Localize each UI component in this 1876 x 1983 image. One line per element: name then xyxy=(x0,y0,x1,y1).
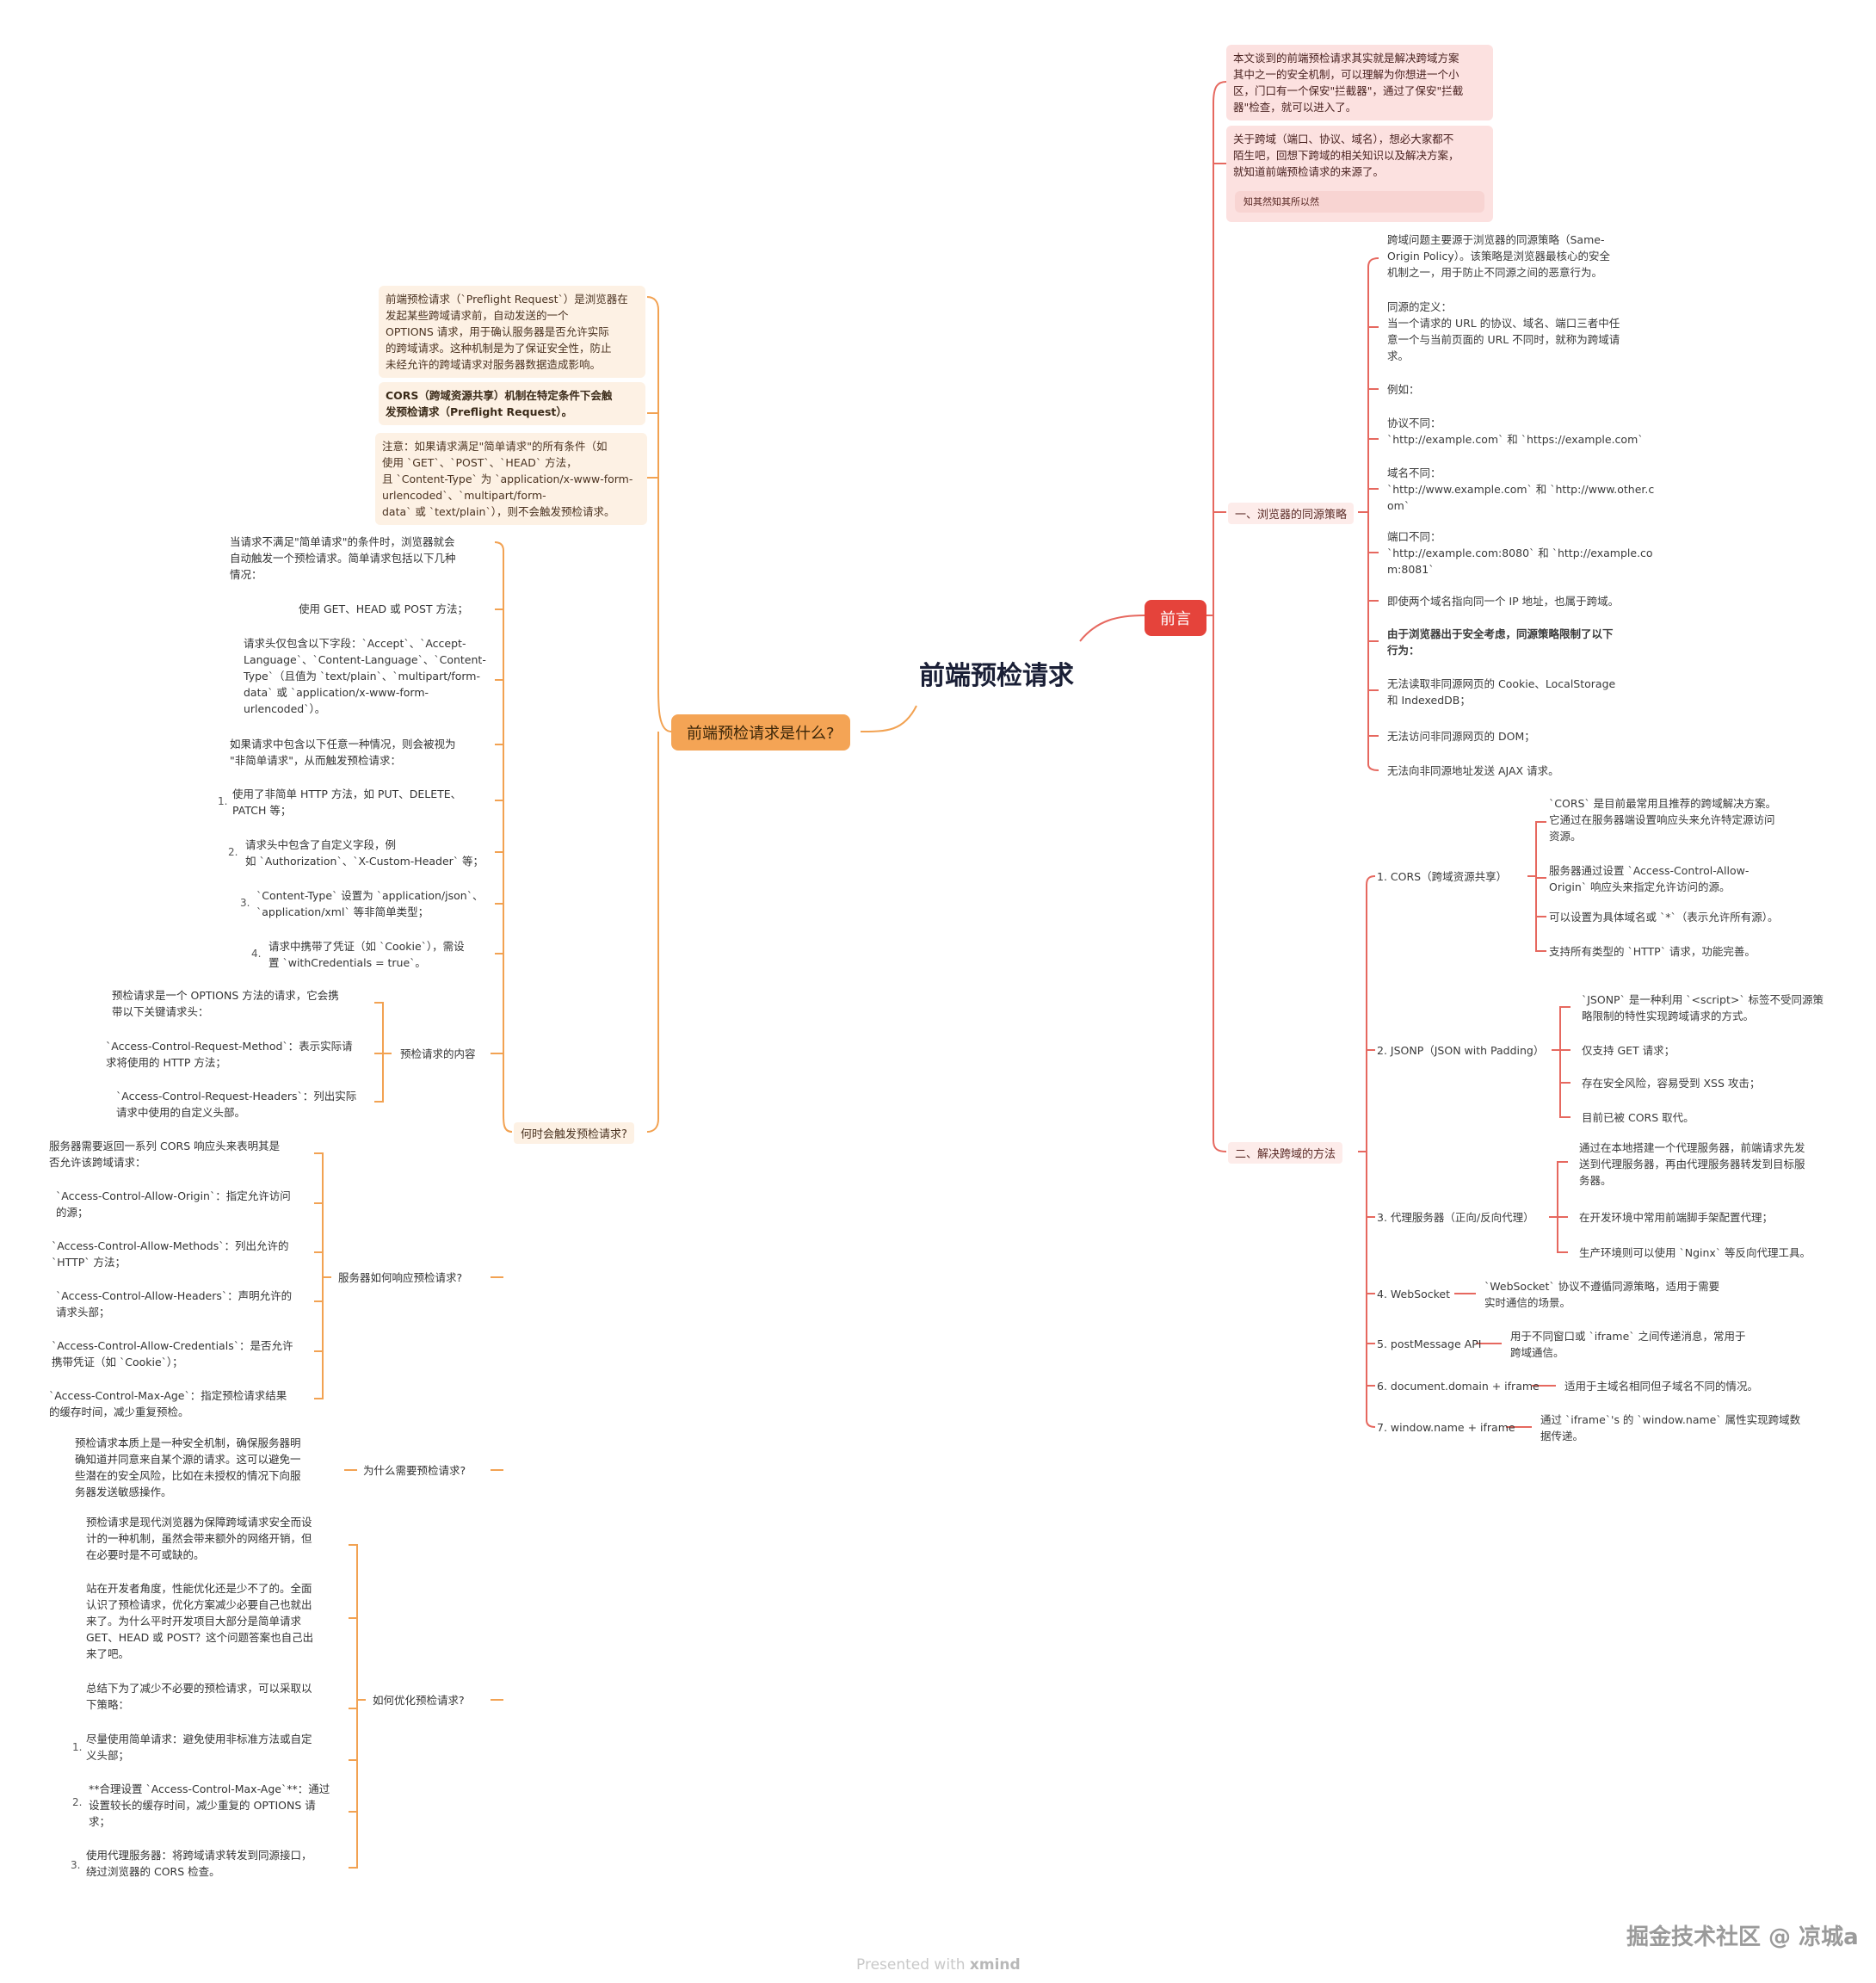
solution-cors[interactable]: 1. CORS（跨域资源共享） xyxy=(1377,870,1508,883)
jsonp-item: `JSONP` 是一种利用 `<script>` 标签不受同源策 略限制的特性实… xyxy=(1582,993,1824,1022)
preface-paragraph: 本文谈到的前端预检请求其实就是解决跨域方案 其中之一的安全机制，可以理解为你想进… xyxy=(1226,45,1493,120)
branch-why-preflight[interactable]: 为什么需要预检请求? xyxy=(363,1464,466,1477)
list-number: 3. xyxy=(71,1859,81,1871)
sop-item: 由于浏览器出于安全考虑，同源策略限制了以下 行为： xyxy=(1387,627,1614,657)
branch-preflight-content[interactable]: 预检请求的内容 xyxy=(400,1047,476,1060)
intro-cors-trigger: CORS（跨域资源共享）机制在特定条件下会触 发预检请求（Preflight R… xyxy=(379,382,645,425)
why-text: 预检请求本质上是一种安全机制，确保服务器明 确知道并同意来自某个源的请求。这可以… xyxy=(75,1436,301,1498)
watermark: 掘金技术社区 @ 凉城a xyxy=(1626,1924,1859,1950)
sop-item: 无法访问非同源网页的 DOM； xyxy=(1387,730,1535,743)
jsonp-item: 目前已被 CORS 取代。 xyxy=(1582,1111,1694,1124)
server-item: 服务器需要返回一系列 CORS 响应头来表明其是 否允许该跨域请求： xyxy=(49,1140,281,1169)
central-topic[interactable]: 前端预检请求 xyxy=(919,661,1074,691)
jsonp-item: 仅支持 GET 请求； xyxy=(1582,1044,1675,1057)
sop-item: 同源的定义： 当一个请求的 URL 的协议、域名、端口三者中任 意一个与当前页面… xyxy=(1387,300,1620,362)
sop-item: 协议不同： `http://example.com` 和 `https://ex… xyxy=(1387,417,1644,446)
branch-cross-origin-solutions[interactable]: 二、解决跨域的方法 xyxy=(1228,1142,1343,1164)
sop-item: 即使两个域名指向同一个 IP 地址，也属于跨域。 xyxy=(1387,595,1620,608)
content-item: `Access-Control-Request-Method`：表示实际请 求将… xyxy=(106,1040,353,1069)
preface-note: 知其然知其所以然 xyxy=(1235,191,1484,213)
list-number: 4. xyxy=(251,948,262,960)
list-number: 1. xyxy=(72,1741,83,1753)
sop-item: 例如： xyxy=(1387,383,1420,396)
topic-what-is-preflight[interactable]: 前端预检请求是什么? xyxy=(671,714,850,751)
simple-request-intro: 当请求不满足"简单请求"的条件时，浏览器就会 自动触发一个预检请求。简单请求包括… xyxy=(230,535,456,581)
server-item: `Access-Control-Allow-Origin`：指定允许访问 的源； xyxy=(56,1189,291,1219)
branch-server-response[interactable]: 服务器如何响应预检请求? xyxy=(338,1271,463,1284)
solution-window-name[interactable]: 7. window.name + iframe xyxy=(1377,1421,1515,1434)
list-number: 2. xyxy=(228,846,238,858)
footer-presented-text: Presented with xyxy=(856,1956,966,1974)
server-item: `Access-Control-Allow-Methods`：列出允许的 `HT… xyxy=(52,1239,289,1269)
optimize-paragraph: 站在开发者角度，性能优化还是少不了的。全面 认识了预检请求，优化方案减少必要自己… xyxy=(86,1582,314,1660)
optimize-item: **合理设置 `Access-Control-Max-Age`**：通过 设置较… xyxy=(89,1782,330,1828)
sop-item: 无法读取非同源网页的 Cookie、LocalStorage 和 Indexed… xyxy=(1387,677,1616,707)
branch-when-triggered[interactable]: 何时会触发预检请求? xyxy=(514,1122,634,1144)
list-number: 1. xyxy=(218,795,228,807)
server-item: `Access-Control-Allow-Headers`：声明允许的 请求头… xyxy=(56,1289,293,1319)
topic-preface[interactable]: 前言 xyxy=(1145,600,1206,636)
branch-same-origin-policy[interactable]: 一、浏览器的同源策略 xyxy=(1228,503,1355,524)
footer-brand: xmind xyxy=(969,1956,1021,1974)
proxy-item: 在开发环境中常用前端脚手架配置代理； xyxy=(1579,1211,1774,1224)
non-simple-item: `Content-Type` 设置为 `application/json`、 `… xyxy=(256,889,484,918)
solution-postmessage[interactable]: 5. postMessage API xyxy=(1377,1337,1482,1350)
branch-optimize[interactable]: 如何优化预检请求? xyxy=(373,1694,465,1707)
proxy-item: 生产环境则可以使用 `Nginx` 等反向代理工具。 xyxy=(1579,1246,1811,1259)
simple-request-headers: 请求头仅包含以下字段：`Accept`、`Accept- Language`、`… xyxy=(244,637,486,715)
list-number: 3. xyxy=(240,897,250,909)
intro-definition: 前端预检请求（`Preflight Request`）是浏览器在 发起某些跨域请… xyxy=(379,286,645,378)
sop-item: 无法向非同源地址发送 AJAX 请求。 xyxy=(1387,764,1559,777)
cors-item: `CORS` 是目前最常用且推荐的跨域解决方案。 它通过在服务器端设置响应头来允… xyxy=(1549,797,1777,843)
postmessage-text: 用于不同窗口或 `iframe` 之间传递消息，常用于 跨域通信。 xyxy=(1510,1330,1746,1359)
solution-document-domain[interactable]: 6. document.domain + iframe xyxy=(1377,1380,1540,1393)
optimize-paragraph: 总结下为了减少不必要的预检请求，可以采取以 下策略： xyxy=(86,1682,312,1711)
jsonp-item: 存在安全风险，容易受到 XSS 攻击； xyxy=(1582,1077,1761,1090)
intro-note: 注意：如果请求满足"简单请求"的所有条件（如 使用 `GET`、`POST`、`… xyxy=(375,433,647,525)
optimize-item: 尽量使用简单请求：避免使用非标准方法或自定 义头部； xyxy=(86,1733,312,1762)
optimize-item: 使用代理服务器：将跨域请求转发到同源接口， 绕过浏览器的 CORS 检查。 xyxy=(86,1849,312,1878)
sop-item: 域名不同： `http://www.example.com` 和 `http:/… xyxy=(1387,466,1655,512)
proxy-item: 通过在本地搭建一个代理服务器，前端请求先发 送到代理服务器，再由代理服务器转发到… xyxy=(1579,1141,1805,1187)
non-simple-intro: 如果请求中包含以下任意一种情况，则会被视为 "非简单请求"，从而触发预检请求： xyxy=(230,738,456,767)
server-item: `Access-Control-Max-Age`：指定预检请求结果 的缓存时间，… xyxy=(49,1389,287,1418)
document-domain-text: 适用于主域名相同但子域名不同的情况。 xyxy=(1564,1380,1759,1393)
footer-presented: Presented with xmind xyxy=(856,1956,1021,1974)
cors-item: 可以设置为具体域名或 `*`（表示允许所有源）。 xyxy=(1549,911,1779,924)
non-simple-item: 请求头中包含了自定义字段，例 如 `Authorization`、`X-Cust… xyxy=(245,838,484,868)
solution-proxy[interactable]: 3. 代理服务器（正向/反向代理） xyxy=(1377,1211,1534,1224)
non-simple-item: 使用了非简单 HTTP 方法，如 PUT、DELETE、 PATCH 等； xyxy=(232,788,462,817)
cors-item: 支持所有类型的 `HTTP` 请求，功能完善。 xyxy=(1549,945,1756,958)
sop-item: 端口不同： `http://example.com:8080` 和 `http:… xyxy=(1387,530,1653,576)
non-simple-item: 请求中携带了凭证（如 `Cookie`），需设 置 `withCredentia… xyxy=(268,940,465,969)
solution-jsonp[interactable]: 2. JSONP（JSON with Padding） xyxy=(1377,1044,1545,1057)
sop-item: 跨域问题主要源于浏览器的同源策略（Same- Origin Policy）。该策… xyxy=(1387,233,1610,279)
list-number: 2. xyxy=(72,1796,83,1808)
cors-item: 服务器通过设置 `Access-Control-Allow- Origin` 响… xyxy=(1549,864,1749,893)
optimize-paragraph: 预检请求是现代浏览器为保障跨域请求安全而设 计的一种机制，虽然会带来额外的网络开… xyxy=(86,1516,312,1561)
websocket-text: `WebSocket` 协议不遵循同源策略，适用于需要 实时通信的场景。 xyxy=(1484,1280,1720,1309)
solution-websocket[interactable]: 4. WebSocket xyxy=(1377,1288,1450,1300)
content-item: 预检请求是一个 OPTIONS 方法的请求，它会携 带以下关键请求头： xyxy=(112,989,339,1018)
server-item: `Access-Control-Allow-Credentials`：是否允许 … xyxy=(52,1339,293,1368)
content-item: `Access-Control-Request-Headers`：列出实际 请求… xyxy=(116,1090,357,1119)
simple-request-methods: 使用 GET、HEAD 或 POST 方法； xyxy=(299,602,469,615)
window-name-text: 通过 `iframe`'s 的 `window.name` 属性实现跨域数 据传… xyxy=(1540,1413,1801,1442)
